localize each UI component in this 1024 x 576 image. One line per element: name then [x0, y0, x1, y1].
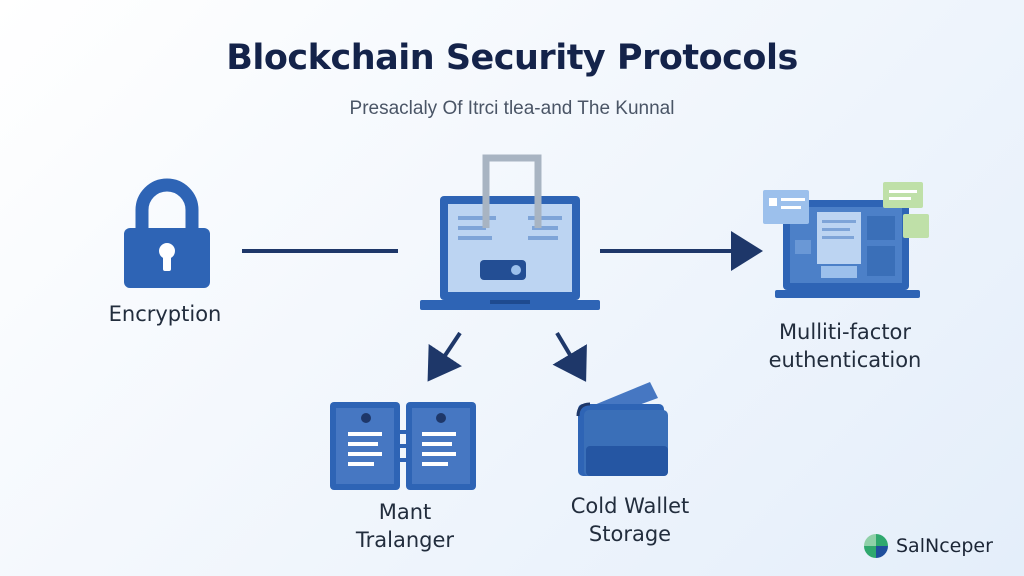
manager-label-line2: Tralanger [355, 528, 455, 552]
diagram-subtitle: Presaclaly Of Itrci tlea-and The Kunnal [349, 98, 675, 119]
laptop-lock-icon [420, 154, 600, 310]
brand-logo: SalNceper [862, 532, 993, 560]
arrow-center-to-manager [427, 331, 462, 382]
encryption-label: Encryption [108, 302, 222, 326]
cold-wallet-label: Cold Wallet Storage [540, 492, 720, 548]
diagram-title: Blockchain Security Protocols [226, 38, 798, 78]
arrow-center-to-wallet [552, 331, 587, 382]
padlock-icon [124, 178, 210, 288]
server-racks-icon [330, 402, 476, 490]
wallet-icon [576, 382, 668, 476]
mfa-label-line2: euthentication [768, 348, 922, 372]
leaf-logo-icon [864, 534, 888, 558]
mfa-label-line1: Mulliti-factor [778, 320, 912, 344]
cold-wallet-label-line1: Cold Wallet [570, 494, 690, 518]
mfa-label: Mulliti-factor euthentication [745, 318, 945, 374]
manager-label: Mant Tralanger [320, 498, 490, 554]
brand-logo-text: SalNceper [896, 535, 993, 557]
manager-label-line1: Mant [378, 500, 432, 524]
cold-wallet-label-line2: Storage [588, 522, 672, 546]
dashboard-laptop-icon [763, 182, 929, 298]
